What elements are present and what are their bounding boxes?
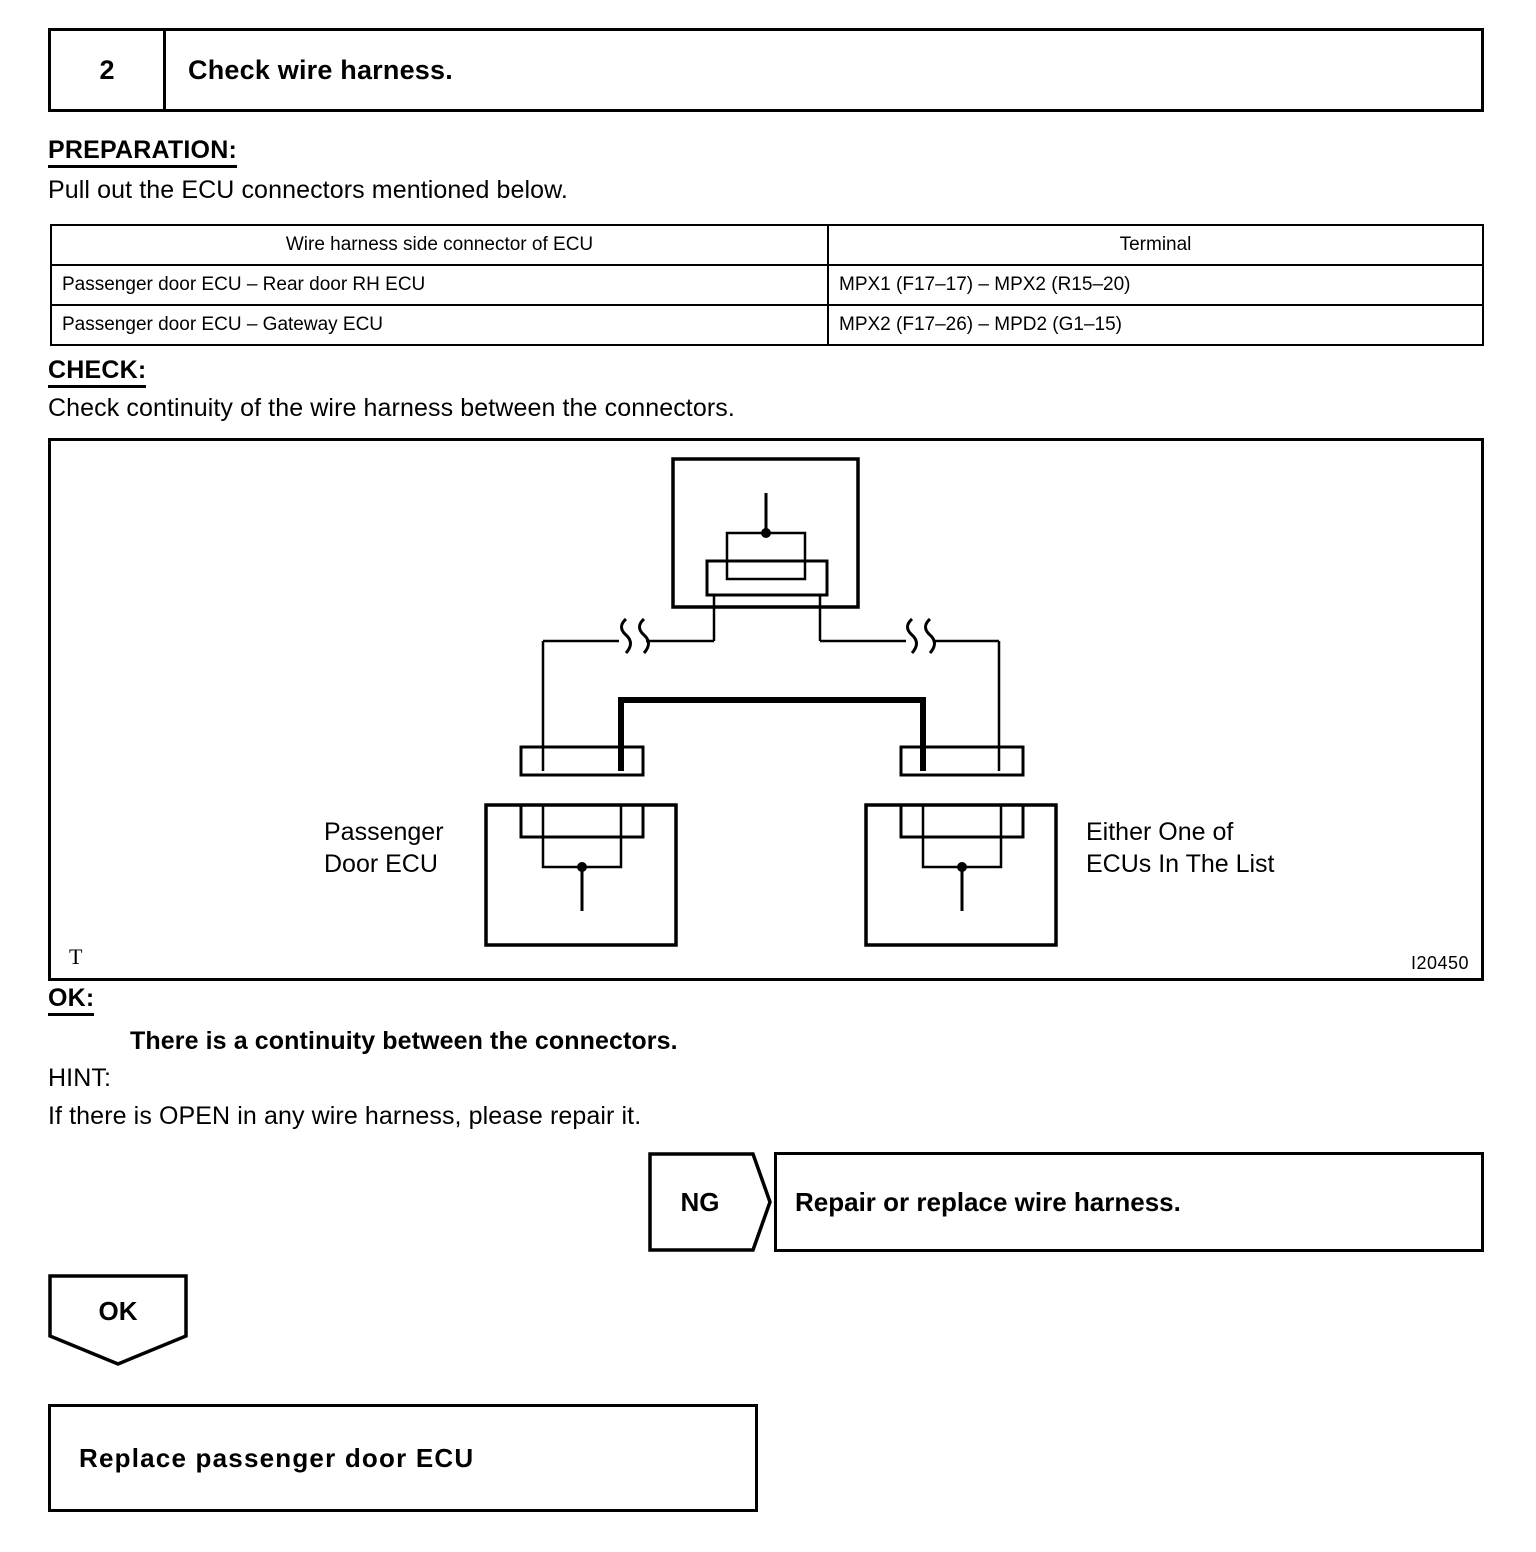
cell-terminal: MPX1 (F17–17) – MPX2 (R15–20) — [827, 264, 1484, 306]
hint-heading: HINT: — [48, 1064, 111, 1092]
left-ecu-connector-outer — [519, 803, 645, 839]
ng-action-box: Repair or replace wire harness. — [774, 1152, 1484, 1252]
cell-connector: Passenger door ECU – Rear door RH ECU — [50, 264, 829, 306]
check-heading: CHECK: — [48, 356, 147, 388]
diagram-label-left: Passenger Door ECU — [324, 818, 444, 878]
diagram-figure-code: I20450 — [1410, 953, 1469, 973]
ok-badge: OK — [48, 1274, 188, 1366]
top-connector-inner — [725, 531, 807, 581]
ok-arrow-down-icon — [48, 1274, 188, 1366]
left-ecu-terminal-dot — [577, 862, 587, 872]
final-action-box: Replace passenger door ECU — [48, 1404, 758, 1512]
wiring-diagram-svg — [484, 457, 1058, 947]
ok-label: OK — [98, 1295, 138, 1326]
table-header-terminal: Terminal — [827, 224, 1484, 266]
step-number: 2 — [51, 31, 166, 109]
break-mark-left — [620, 617, 650, 655]
cell-connector: Passenger door ECU – Gateway ECU — [50, 304, 829, 346]
mid-connector-left — [519, 745, 645, 777]
break-mark-right — [906, 617, 936, 655]
table-row: Passenger door ECU – Rear door RH ECU MP… — [50, 264, 1484, 306]
hint-text: If there is OPEN in any wire harness, pl… — [48, 1102, 642, 1130]
right-ecu-connector-outer — [899, 803, 1025, 839]
preparation-heading: PREPARATION: — [48, 136, 237, 168]
step-header-box: 2 Check wire harness. — [48, 28, 1484, 112]
step-title: Check wire harness. — [188, 54, 453, 85]
preparation-instruction: Pull out the ECU connectors mentioned be… — [48, 176, 568, 204]
diagram-corner-mark: T — [69, 944, 83, 969]
ng-arrow-icon — [648, 1152, 772, 1252]
ng-branch: NG Repair or replace wire harness. — [648, 1152, 1484, 1252]
table-header-row: Wire harness side connector of ECU Termi… — [50, 224, 1484, 266]
ng-label: NG — [680, 1186, 720, 1217]
top-connector-outer — [705, 559, 829, 597]
top-terminal-dot — [761, 528, 771, 538]
ng-badge: NG — [648, 1152, 772, 1252]
table-row: Passenger door ECU – Gateway ECU MPX2 (F… — [50, 304, 1484, 346]
mid-connector-right — [899, 745, 1025, 777]
wiring-diagram: Passenger Door ECU Either One of ECUs In… — [48, 438, 1484, 981]
table-header-connector: Wire harness side connector of ECU — [50, 224, 829, 266]
ok-heading: OK: — [48, 984, 95, 1016]
top-ecu-body — [671, 457, 860, 609]
ok-result-text: There is a continuity between the connec… — [130, 1027, 678, 1055]
continuity-path — [618, 697, 926, 771]
right-ecu-terminal-dot — [957, 862, 967, 872]
diagram-label-right: Either One of ECUs In The List — [1086, 818, 1275, 878]
check-instruction: Check continuity of the wire harness bet… — [48, 394, 735, 422]
cell-terminal: MPX2 (F17–26) – MPD2 (G1–15) — [827, 304, 1484, 346]
connector-terminal-table: Wire harness side connector of ECU Termi… — [50, 224, 1484, 346]
